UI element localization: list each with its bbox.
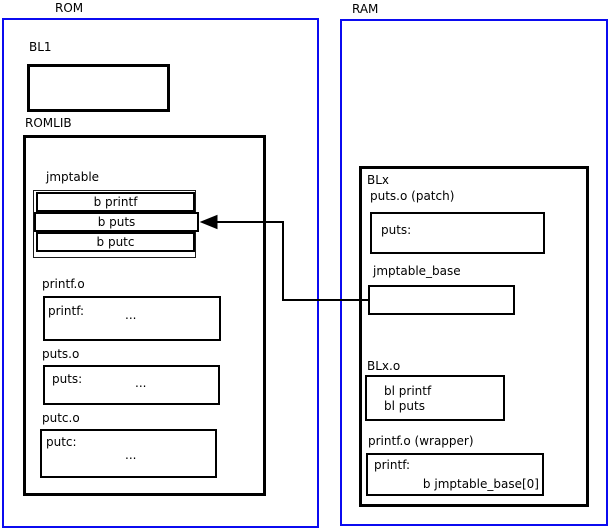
jmptable-label: jmptable	[46, 170, 100, 184]
puts-symbol: puts:	[52, 372, 83, 386]
puts-body-ellipsis: ...	[135, 376, 147, 390]
patch-puts-symbol: puts:	[381, 223, 412, 237]
wrapper-branch-instruction: b jmptable_base[0]	[422, 477, 539, 491]
romlib-label: ROMLIB	[25, 116, 72, 130]
putc-symbol: putc:	[46, 435, 77, 449]
rom-region-label: ROM	[55, 1, 84, 15]
putc-o-box: putc: ...	[40, 429, 217, 478]
jmptable-entry-b-printf: b printf	[36, 192, 195, 212]
printf-o-box: printf: ...	[43, 296, 221, 341]
ram-region-label: RAM	[352, 2, 379, 16]
wrapper-printf-symbol: printf:	[374, 458, 411, 472]
putc-body-ellipsis: ...	[125, 448, 137, 462]
printf-symbol: printf:	[48, 304, 85, 318]
puts-o-patch-box: puts:	[370, 212, 545, 254]
blx-label: BLx	[367, 173, 390, 187]
bl1-label: BL1	[29, 40, 52, 54]
blx-box	[359, 166, 589, 507]
jmptable-base-box	[368, 285, 515, 315]
putc-o-label: putc.o	[42, 411, 80, 425]
jmptable-entry-b-puts: b puts	[34, 212, 199, 232]
romlib-box	[23, 135, 266, 496]
blx-o-label: BLx.o	[367, 359, 401, 373]
printf-o-wrapper-label: printf.o (wrapper)	[368, 434, 474, 448]
jmptable-entry-b-putc: b putc	[36, 232, 195, 252]
bl1-box	[27, 64, 170, 112]
puts-o-label: puts.o	[42, 347, 80, 361]
puts-o-box: puts: ...	[43, 365, 220, 405]
blx-o-box: bl printf bl puts	[365, 375, 505, 421]
puts-o-patch-label: puts.o (patch)	[370, 189, 455, 203]
jmptable-base-label: jmptable_base	[373, 264, 461, 278]
printf-o-label: printf.o	[42, 277, 85, 291]
printf-o-wrapper-box: printf: b jmptable_base[0]	[366, 453, 544, 496]
printf-body-ellipsis: ...	[125, 308, 137, 322]
blx-o-bl-printf: bl printf	[384, 384, 432, 398]
blx-o-bl-puts: bl puts	[384, 399, 425, 413]
